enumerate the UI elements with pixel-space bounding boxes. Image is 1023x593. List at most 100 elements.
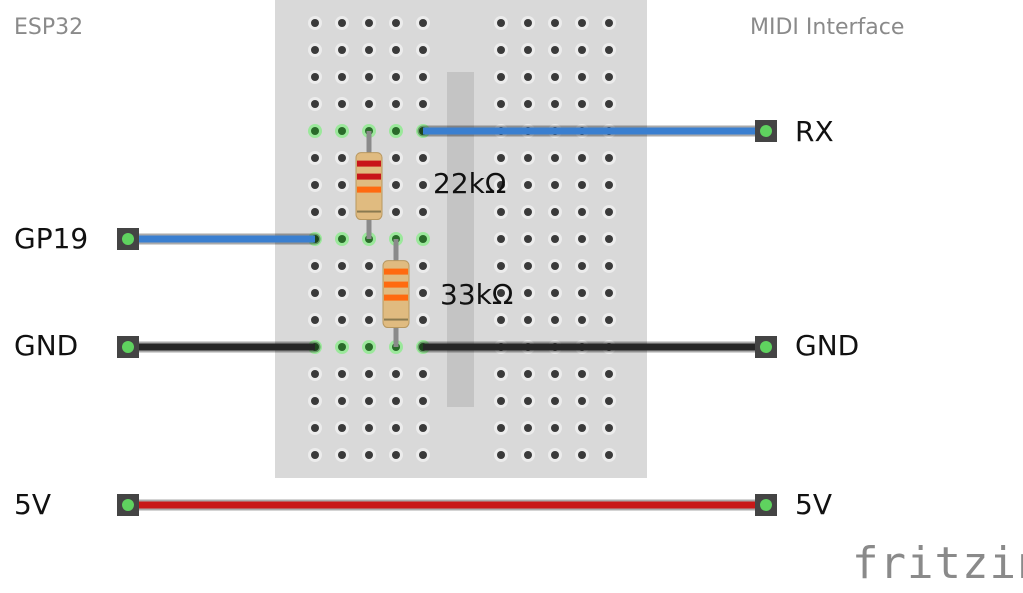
- breadboard-hole: [392, 208, 400, 216]
- breadboard-hole: [392, 424, 400, 432]
- pin-gp19-contact: [122, 233, 134, 245]
- breadboard-hole: [497, 181, 505, 189]
- breadboard-hole: [338, 343, 346, 351]
- resistor-22k-band: [357, 186, 381, 193]
- breadboard-hole: [419, 397, 427, 405]
- breadboard-hole: [497, 154, 505, 162]
- breadboard-hole: [338, 100, 346, 108]
- resistor-33k-tolerance-band: [384, 318, 408, 321]
- breadboard-hole: [338, 46, 346, 54]
- breadboard-hole: [551, 181, 559, 189]
- breadboard-hole: [311, 451, 319, 459]
- breadboard-hole: [365, 343, 373, 351]
- breadboard-hole: [551, 316, 559, 324]
- breadboard-hole: [419, 289, 427, 297]
- breadboard-hole: [419, 181, 427, 189]
- breadboard-hole: [578, 262, 586, 270]
- breadboard-hole: [578, 289, 586, 297]
- breadboard-hole: [338, 235, 346, 243]
- breadboard-hole: [419, 73, 427, 81]
- breadboard-hole: [524, 289, 532, 297]
- breadboard-hole: [497, 262, 505, 270]
- breadboard-hole: [605, 46, 613, 54]
- breadboard-hole: [497, 370, 505, 378]
- breadboard-hole: [524, 19, 532, 27]
- breadboard-hole: [551, 154, 559, 162]
- resistor-33k-label: 33kΩ: [440, 278, 514, 311]
- breadboard-hole: [605, 154, 613, 162]
- breadboard-hole: [392, 370, 400, 378]
- breadboard-hole: [365, 100, 373, 108]
- breadboard-hole: [311, 424, 319, 432]
- breadboard-hole: [497, 397, 505, 405]
- breadboard-hole: [338, 451, 346, 459]
- breadboard-hole: [392, 154, 400, 162]
- breadboard-hole: [497, 424, 505, 432]
- breadboard-hole: [605, 424, 613, 432]
- breadboard-hole: [524, 181, 532, 189]
- breadboard-hole: [605, 19, 613, 27]
- breadboard-hole: [311, 46, 319, 54]
- breadboard-hole: [578, 370, 586, 378]
- esp32-title: ESP32: [14, 15, 84, 40]
- breadboard-hole: [578, 154, 586, 162]
- breadboard-hole: [605, 289, 613, 297]
- breadboard-hole: [524, 73, 532, 81]
- pin-5v-right-contact: [760, 499, 772, 511]
- breadboard-hole: [605, 370, 613, 378]
- breadboard-hole: [497, 100, 505, 108]
- breadboard-hole: [578, 397, 586, 405]
- resistor-33k-band: [384, 294, 408, 301]
- breadboard-hole: [338, 316, 346, 324]
- breadboard-hole: [524, 316, 532, 324]
- breadboard-hole: [311, 100, 319, 108]
- breadboard-hole: [419, 19, 427, 27]
- breadboard-hole: [524, 208, 532, 216]
- breadboard-hole: [392, 19, 400, 27]
- pin-5v-left-contact: [122, 499, 134, 511]
- breadboard-hole: [311, 208, 319, 216]
- breadboard-hole: [578, 451, 586, 459]
- breadboard-hole: [551, 46, 559, 54]
- breadboard-hole: [605, 451, 613, 459]
- breadboard-hole: [605, 316, 613, 324]
- resistor-22k-body: [355, 152, 383, 221]
- breadboard-hole: [605, 235, 613, 243]
- breadboard-hole: [311, 262, 319, 270]
- breadboard-hole: [338, 127, 346, 135]
- pin-gnd-left-contact: [122, 341, 134, 353]
- breadboard-hole: [524, 424, 532, 432]
- fritzing-logo: fritzing: [852, 538, 1023, 589]
- breadboard-hole: [338, 154, 346, 162]
- breadboard-hole: [311, 127, 319, 135]
- breadboard-hole: [365, 73, 373, 81]
- breadboard-hole: [311, 316, 319, 324]
- breadboard-hole: [524, 397, 532, 405]
- center-channel: [447, 72, 474, 407]
- breadboard-hole: [578, 46, 586, 54]
- breadboard-hole: [551, 262, 559, 270]
- breadboard-hole: [338, 262, 346, 270]
- breadboard-hole: [578, 73, 586, 81]
- breadboard-hole: [578, 424, 586, 432]
- breadboard-hole: [578, 100, 586, 108]
- pin-label-gnd-right: GND: [795, 329, 860, 362]
- breadboard-hole: [551, 235, 559, 243]
- breadboard-hole: [311, 397, 319, 405]
- breadboard-hole: [578, 316, 586, 324]
- breadboard-hole: [551, 289, 559, 297]
- breadboard-hole: [551, 208, 559, 216]
- breadboard-hole: [392, 127, 400, 135]
- breadboard-hole: [419, 451, 427, 459]
- breadboard-hole: [605, 73, 613, 81]
- pin-label-gnd-left: GND: [14, 329, 79, 362]
- breadboard-hole: [338, 370, 346, 378]
- breadboard-hole: [551, 424, 559, 432]
- resistor-22k-tolerance-band: [357, 210, 381, 213]
- breadboard-hole: [338, 73, 346, 81]
- pin-label-5v-left: 5V: [14, 488, 51, 521]
- breadboard-hole: [419, 208, 427, 216]
- breadboard-hole: [497, 73, 505, 81]
- breadboard-hole: [551, 100, 559, 108]
